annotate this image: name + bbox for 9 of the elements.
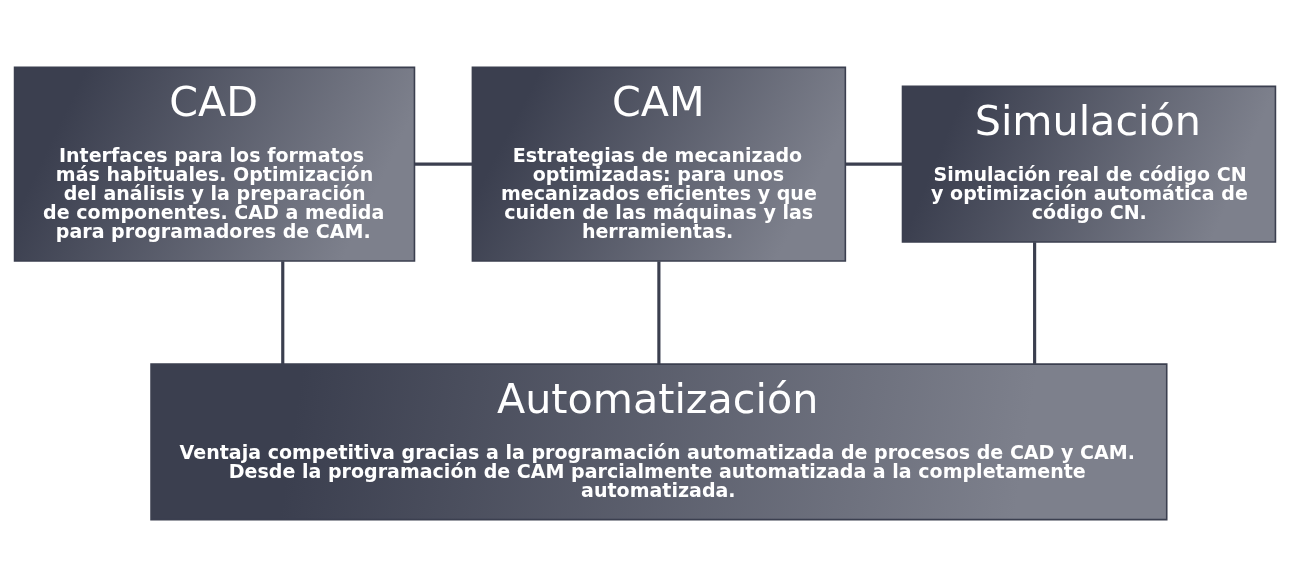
node-box: CAD Interfaces para los formatos más habituales. Optimización del análisis y la preparación de componentes. CAD a medida para programadores de CAM. [13, 66, 416, 262]
connector [657, 260, 661, 364]
node-box: Simulación Simulación real de código CN y optimización automática de código CN. [901, 85, 1277, 243]
node-box: Automatización Ventaja competitiva gracias a la programación automatizada de procesos de CAD y CAM. Desde la programación de CAM parcialmente automatizada a la completamente automatizada. [150, 362, 1168, 520]
connector [1033, 241, 1037, 364]
connector [414, 162, 473, 166]
node-box: CAM Estrategias de mecanizado optimizadas: para unos mecanizados eficientes y que cuiden de las máquinas y las herramientas. [471, 66, 847, 262]
connector [845, 162, 903, 166]
connector [281, 260, 285, 364]
